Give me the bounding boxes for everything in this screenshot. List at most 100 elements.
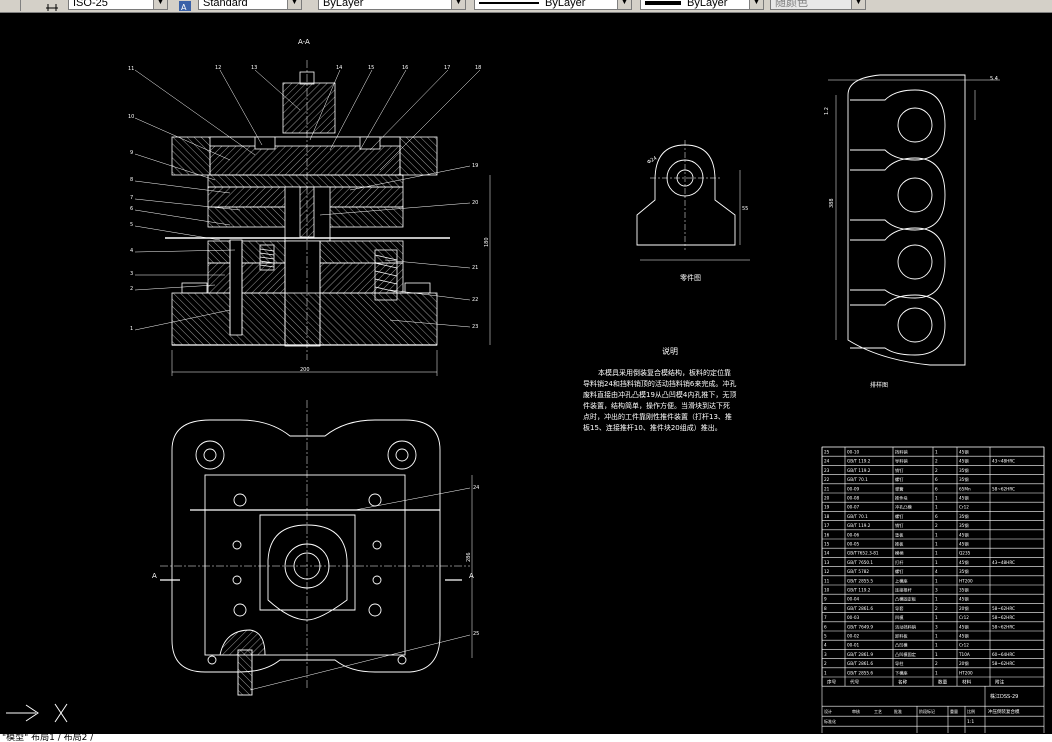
textstyle-select[interactable]: Standard ▼ xyxy=(198,0,302,10)
bom-cell: 1 xyxy=(935,505,938,510)
bom-cell: 2 xyxy=(935,459,938,464)
bom-cell: 导料销 xyxy=(895,458,908,465)
bom-cell: 00-09 xyxy=(847,486,860,491)
bom-cell: GB/T 119.2 xyxy=(847,468,871,473)
bom-cell: 弹簧 xyxy=(895,485,903,492)
lineweight-select[interactable]: ByLayer ▼ xyxy=(640,0,764,10)
title-block-label: 比例 xyxy=(967,708,975,714)
bom-header-cell: 序号 xyxy=(827,679,837,686)
svg-text:3: 3 xyxy=(130,271,133,277)
bom-cell: 13 xyxy=(824,560,830,565)
bom-cell: 45钢 xyxy=(959,596,969,603)
bom-cell: 1 xyxy=(935,643,938,648)
bom-cell: 19 xyxy=(824,505,830,510)
bom-cell: 00-02 xyxy=(847,634,860,639)
bom-cell: 00-03 xyxy=(847,615,860,620)
chevron-down-icon[interactable]: ▼ xyxy=(749,0,763,9)
bom-cell: GB/T 70.1 xyxy=(847,514,868,519)
lineweight-swatch xyxy=(645,1,681,6)
part-radius-dim: Φ24 xyxy=(646,155,658,165)
bom-cell: 1 xyxy=(935,551,938,556)
bom-cell: 20钢 xyxy=(959,605,969,612)
chevron-down-icon[interactable]: ▼ xyxy=(153,0,167,9)
svg-text:A: A xyxy=(181,3,187,12)
toolbar-button-1[interactable] xyxy=(0,0,21,11)
svg-text:19: 19 xyxy=(472,163,478,169)
bom-cell: 20钢 xyxy=(959,660,969,667)
top-view: 286 xyxy=(160,400,473,696)
section-view-aa: A-A xyxy=(165,38,491,376)
bom-cell: 45钢 xyxy=(959,458,969,465)
part-height-dim: 55 xyxy=(742,206,748,212)
bom-cell: Cr12 xyxy=(959,615,969,620)
bom-cell: 10 xyxy=(824,588,830,593)
svg-text:18: 18 xyxy=(475,65,481,71)
bom-cell: 16 xyxy=(824,532,830,537)
svg-text:10: 10 xyxy=(128,114,134,120)
chevron-down-icon[interactable]: ▼ xyxy=(617,0,631,9)
chevron-down-icon[interactable]: ▼ xyxy=(451,0,465,9)
bom-cell: 挡料销 xyxy=(895,449,908,456)
bom-cell: 推板 xyxy=(895,541,904,548)
bom-cell: 4 xyxy=(935,569,938,574)
bom-cell: 00-10 xyxy=(847,450,860,455)
bom-cell: 6 xyxy=(935,486,938,491)
bom-cell: 11 xyxy=(824,578,830,583)
bom-cell: 导柱 xyxy=(895,660,904,667)
bom-cell: Cr12 xyxy=(959,643,969,648)
bom-cell: 活动挡料销 xyxy=(895,623,916,630)
bom-cell: 销钉 xyxy=(895,522,904,529)
drawing-canvas[interactable]: A-A xyxy=(0,13,1052,733)
svg-text:11: 11 xyxy=(128,66,134,72)
bom-cell: 18 xyxy=(824,514,830,519)
linetype-select[interactable]: ByLayer ▼ xyxy=(474,0,632,10)
bom-cell: 20 xyxy=(824,496,830,501)
bom-cell: HT200 xyxy=(959,578,973,583)
bom-cell: 连接推杆 xyxy=(895,587,913,594)
bom-cell: 5 xyxy=(824,634,827,639)
bom-cell: 35钢 xyxy=(959,476,969,483)
top-height-dim: 286 xyxy=(466,552,472,562)
dimstyle-icon[interactable] xyxy=(45,0,59,11)
bom-cell: 58~62HRC xyxy=(992,624,1015,629)
bom-cell: GB/T 2861.6 xyxy=(847,606,873,611)
bom-cell: 35钢 xyxy=(959,467,969,474)
bom-cell: 45钢 xyxy=(959,495,969,502)
bom-cell: 销钉 xyxy=(895,467,904,474)
section-marker-left: A xyxy=(152,572,157,580)
title-block-label: 批准 xyxy=(894,708,902,714)
chevron-down-icon[interactable]: ▼ xyxy=(287,0,301,9)
bom-cell: 58~62HRC xyxy=(992,606,1015,611)
bom-cell: 43~48HRC xyxy=(992,560,1015,565)
svg-text:16: 16 xyxy=(402,65,408,71)
bom-header-cell: 代号 xyxy=(850,679,860,686)
bom-cell: GB/T 2861.6 xyxy=(847,661,873,666)
scale-value: 1:1 xyxy=(967,719,974,725)
dimstyle-select[interactable]: ISO-25 ▼ xyxy=(68,0,168,10)
bom-cell: 3 xyxy=(935,588,938,593)
bom-cell: 1 xyxy=(935,578,938,583)
layer-select[interactable]: ByLayer ▼ xyxy=(318,0,466,10)
bom-cell: 3 xyxy=(824,652,827,657)
bom-cell: GB/T 7649.9 xyxy=(847,624,873,629)
bom-cell: GB/T 2861.9 xyxy=(847,652,873,657)
svg-text:20: 20 xyxy=(472,200,478,206)
textstyle-icon[interactable]: A xyxy=(178,0,192,12)
plotstyle-select[interactable]: 随颜色 ▼ xyxy=(770,0,866,10)
bom-cell: 58~62HRC xyxy=(992,615,1015,620)
textstyle-value: Standard xyxy=(203,0,248,9)
bom-cell: 00-05 xyxy=(847,542,860,547)
bom-cell: 45钢 xyxy=(959,449,969,456)
lineweight-value: ByLayer xyxy=(687,0,728,9)
bom-cell: GB/T 70.1 xyxy=(847,477,868,482)
svg-text:21: 21 xyxy=(472,265,478,271)
title-block-label: 阶段标记 xyxy=(919,708,935,714)
bom-header-cell: 材料 xyxy=(962,679,972,686)
bom-cell: 螺钉 xyxy=(895,513,904,520)
bom-cell: 12 xyxy=(824,569,830,574)
layout-tabs-bar[interactable]: "模型" 布局1 / 布局2 / xyxy=(0,734,1052,742)
chevron-down-icon[interactable]: ▼ xyxy=(851,0,865,9)
bom-cell: Cr12 xyxy=(959,505,969,510)
bom-cell: GB/T7652.3-81 xyxy=(847,551,879,556)
